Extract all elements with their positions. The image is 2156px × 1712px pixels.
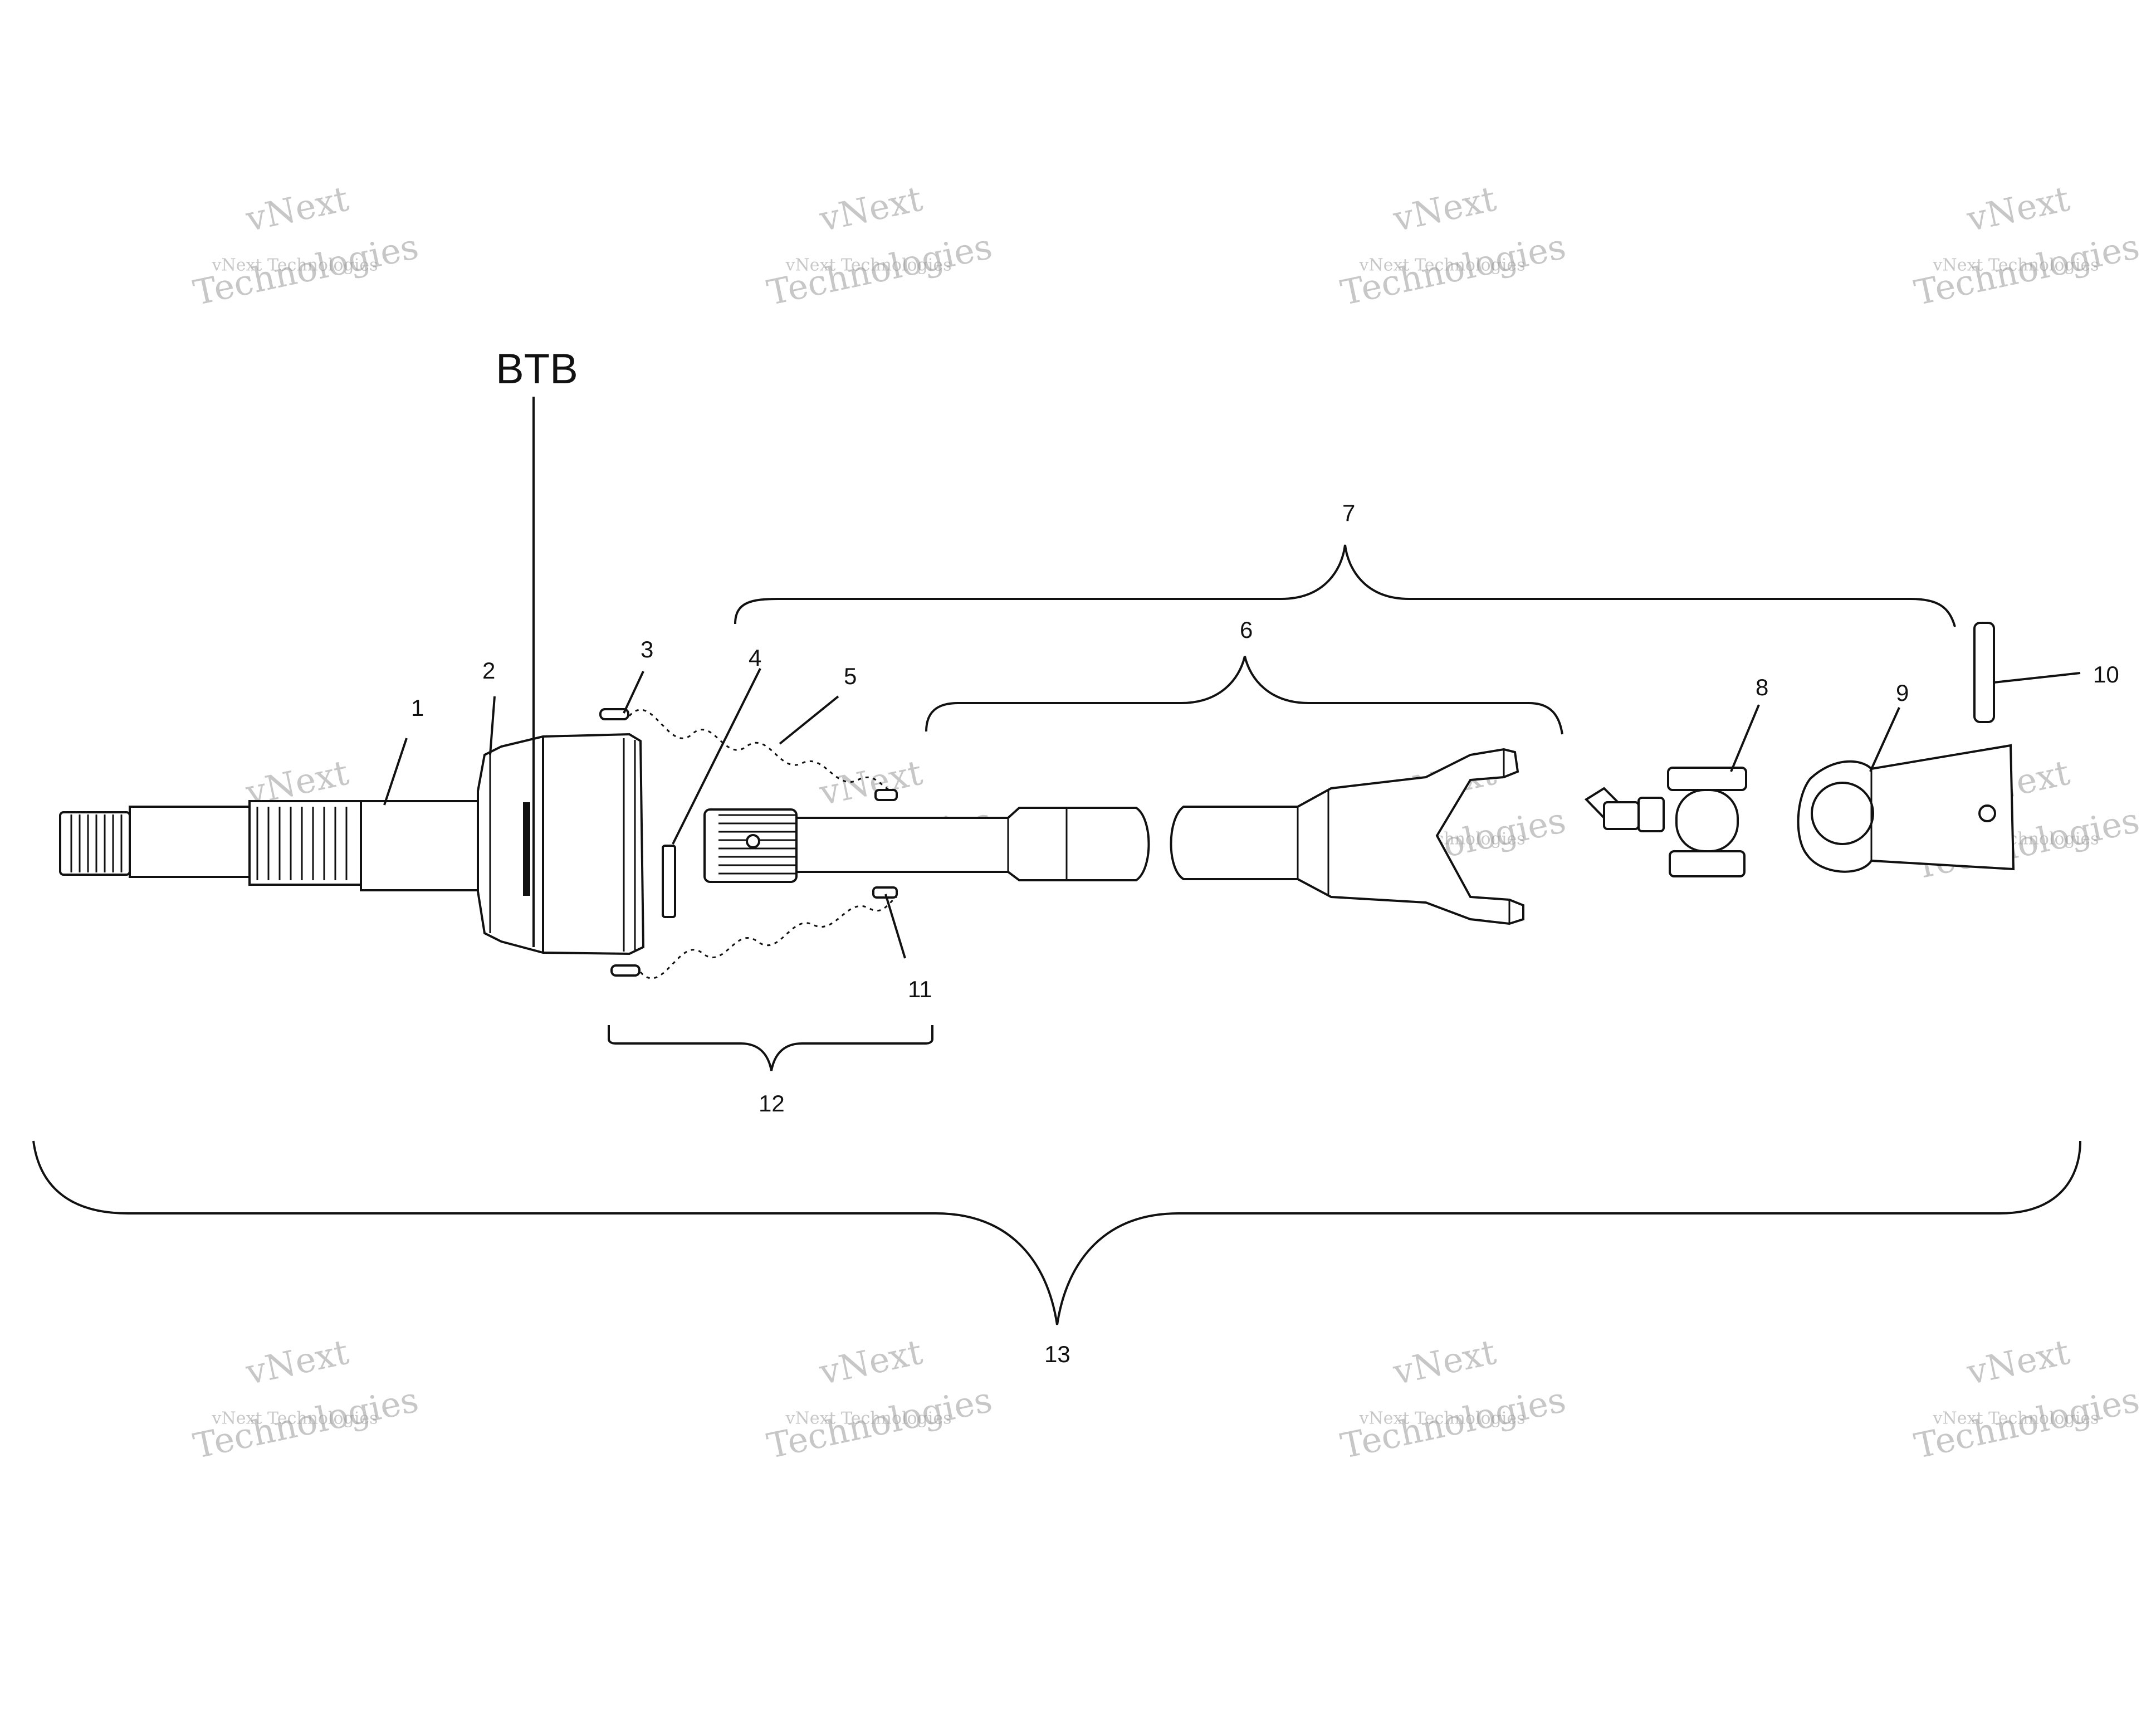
part-8-u-joint-cross: [1584, 767, 1747, 877]
watermark-word: Technologies: [764, 226, 996, 314]
watermark-brand: vNext: [815, 178, 926, 240]
watermark-brand: vNext: [1389, 1331, 1499, 1393]
brackets: [32, 544, 2081, 1325]
watermark-company: vNext Technologies: [1359, 255, 1526, 275]
bracket-7: [734, 544, 1956, 627]
bracket-13: [32, 1140, 2081, 1325]
watermark: vNext vNext Technologies Technologies: [764, 1331, 996, 1467]
watermark-word: Technologies: [1337, 1379, 1570, 1467]
watermark-brand: vNext: [242, 178, 352, 240]
callout-9: 9: [1896, 680, 1909, 706]
part-2-cv-joint: [477, 733, 645, 955]
leader-lines: [383, 397, 2081, 959]
callout-11: 11: [908, 976, 932, 1002]
watermark-company: vNext Technologies: [785, 1408, 952, 1428]
callout-3: 3: [641, 636, 653, 662]
watermark: vNext vNext Technologies Technologies: [1911, 178, 2143, 314]
watermark: vNext vNext Technologies Technologies: [190, 1331, 422, 1467]
watermark-brand: vNext: [1963, 178, 2073, 240]
watermark-company: vNext Technologies: [1933, 255, 2099, 275]
watermark-word: Technologies: [1911, 1379, 2143, 1467]
btb-mark: [523, 802, 530, 896]
callout-2: 2: [482, 657, 495, 684]
callout-6: 6: [1240, 617, 1253, 643]
part-9-yoke: [1797, 744, 2015, 873]
part-10-roll-pin: [1973, 622, 1995, 723]
watermark: vNext vNext Technologies Technologies: [190, 178, 422, 314]
watermark-word: Technologies: [190, 1379, 422, 1467]
part-4-snap-ring: [662, 845, 676, 918]
watermark-brand: vNext: [815, 752, 926, 813]
callout-1: 1: [411, 695, 424, 721]
callout-4: 4: [749, 645, 761, 671]
watermark: vNext vNext Technologies Technologies: [1911, 1331, 2143, 1467]
part-3-boot-clamp: [599, 708, 641, 977]
watermark-word: Technologies: [764, 1379, 996, 1467]
watermark-brand: vNext: [242, 1331, 352, 1393]
callout-10: 10: [2093, 661, 2119, 687]
watermark-company: vNext Technologies: [1933, 1408, 2099, 1428]
watermark-company: vNext Technologies: [1359, 1408, 1526, 1428]
bracket-6: [925, 656, 1563, 735]
callout-8: 8: [1756, 674, 1768, 700]
labels: BTB 1 2 3 4 5 6 7 8 9 10 11 12 13: [411, 345, 2119, 1367]
watermark-brand: vNext: [1963, 1331, 2073, 1393]
watermark-brand: vNext: [1389, 178, 1499, 240]
watermark-word: Technologies: [190, 226, 422, 314]
watermark-brand: vNext: [815, 1331, 926, 1393]
callout-13: 13: [1044, 1341, 1070, 1367]
watermark-company: vNext Technologies: [212, 255, 378, 275]
part-11-clamp: [872, 789, 898, 899]
watermark-word: Technologies: [1911, 226, 2143, 314]
watermark: vNext vNext Technologies Technologies: [764, 178, 996, 314]
watermark: vNext vNext Technologies Technologies: [1337, 1331, 1570, 1467]
watermark-company: vNext Technologies: [785, 255, 952, 275]
btb-label: BTB: [496, 345, 578, 393]
part-6-half-shaft: [703, 748, 1524, 925]
bracket-12: [608, 1025, 933, 1071]
callout-7: 7: [1342, 500, 1355, 526]
watermark: vNext vNext Technologies Technologies: [1337, 178, 1570, 314]
callout-12: 12: [759, 1090, 785, 1116]
part-1-stub-shaft: [59, 800, 479, 891]
watermark-word: Technologies: [1337, 226, 1570, 314]
watermark-company: vNext Technologies: [212, 1408, 378, 1428]
callout-5: 5: [844, 663, 857, 689]
